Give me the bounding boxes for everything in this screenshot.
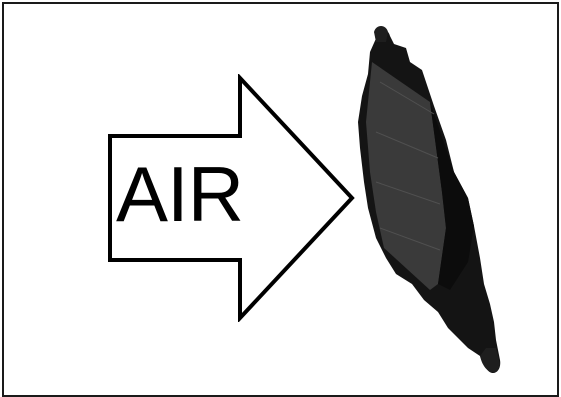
air-label: AIR bbox=[116, 154, 306, 234]
cabin-air-filter-icon bbox=[350, 22, 510, 388]
filter-media bbox=[366, 62, 446, 290]
filter-top-tab bbox=[374, 26, 388, 42]
